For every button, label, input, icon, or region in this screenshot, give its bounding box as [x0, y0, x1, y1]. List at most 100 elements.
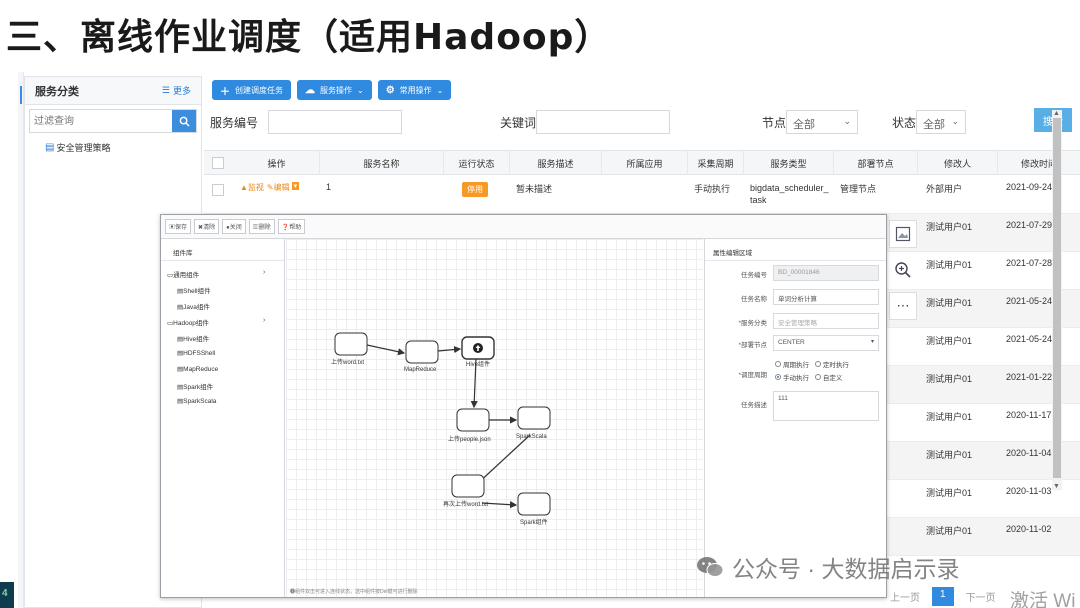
keyword-input[interactable] [536, 110, 670, 134]
close-button[interactable]: ●关闭 [222, 219, 246, 234]
service-ops-label: 服务操作 [320, 85, 352, 95]
delete-button[interactable]: ▥删除 [248, 219, 275, 234]
select-all-checkbox[interactable] [212, 157, 224, 169]
cell-desc: 暂未描述 [516, 184, 553, 194]
chevron-down-icon[interactable]: ▾ [291, 182, 300, 190]
node-value: CENTER [778, 339, 805, 346]
common-ops-button[interactable]: ⚙常用操作⌄ [377, 80, 452, 100]
gear-icon: ⚙ [385, 84, 395, 96]
tree-item-security-policy[interactable]: ▤ 安全管理策略 [45, 141, 201, 154]
file-icon: ▤ [177, 384, 184, 391]
page-button-current[interactable]: 1 [932, 587, 954, 606]
node-label: Hive组件 [466, 360, 490, 368]
floating-tools: ⋯ [889, 220, 919, 328]
table-row[interactable]: ▲监视 ✎编辑 ▾ 1 停用 暂未描述 手动执行 bigdata_schedul… [204, 176, 1080, 214]
service-ops-button[interactable]: ☁服务操作⌄ [297, 80, 372, 100]
workflow-node[interactable] [517, 492, 551, 516]
radio-scheduled[interactable]: 定时执行 [814, 359, 849, 369]
lib-item-mapreduce[interactable]: ▤MapReduce [177, 365, 218, 373]
node-label: SparkScala [516, 434, 547, 440]
node-label: 再次上传word.txt [443, 500, 488, 508]
more-link[interactable]: ☰更多 [162, 84, 191, 97]
row-checkbox[interactable] [212, 184, 224, 196]
sidebar-title: 服务分类 [35, 85, 79, 98]
property-panel: 属性编辑区域 任务编号 BD_00001846 任务名称 单词分析计算 *服务分… [704, 239, 886, 597]
workflow-node[interactable] [451, 474, 485, 498]
service-no-input[interactable] [268, 110, 402, 134]
grid-header: 操作 服务名称 运行状态 服务描述 所属应用 采集周期 服务类型 部署节点 修改… [204, 151, 1080, 175]
lib-item-sparkscala[interactable]: ▤SparkScala [177, 397, 216, 405]
lib-item-label: MapReduce [183, 366, 219, 373]
more-options-icon[interactable]: ⋯ [889, 292, 917, 320]
status-select-value: 全部 [923, 119, 945, 131]
radio-dot [814, 374, 821, 380]
node-select[interactable]: 全部⌄ [786, 110, 858, 134]
lib-group-common[interactable]: ▭通用组件 [167, 269, 199, 279]
scroll-up-icon[interactable]: ▲ [1053, 110, 1060, 117]
chevron-right-icon[interactable]: › [263, 317, 266, 324]
plus-icon: ＋ [220, 86, 230, 98]
clear-label: 清除 [203, 225, 216, 231]
property-panel-title: 属性编辑区域 [705, 239, 886, 261]
workflow-node[interactable] [334, 332, 368, 356]
activate-windows-text: 激活 Wi [1010, 591, 1076, 608]
lib-item-spark[interactable]: ▤Spark组件 [177, 381, 213, 391]
grid-scrollbar[interactable]: ▲ ▼ [1052, 110, 1062, 490]
col-header: 服务描述 [510, 151, 602, 175]
clear-button[interactable]: ✖清除 [194, 219, 220, 234]
save-button[interactable]: ▣保存 [165, 219, 192, 234]
lib-item-label: 通用组件 [173, 272, 200, 279]
category-field[interactable]: 安全管理策略 [773, 313, 879, 329]
radio-label: 手动执行 [783, 375, 809, 382]
next-page-button[interactable]: 下一页 [965, 593, 996, 604]
help-button[interactable]: ❓帮助 [277, 219, 306, 234]
prop-label: *服务分类 [738, 320, 767, 327]
edge-arrow [481, 501, 518, 509]
slide-title: 三、离线作业调度（适用Hadoop） [6, 17, 612, 58]
file-icon: ▤ [177, 398, 184, 405]
prev-page-button[interactable]: 上一页 [890, 593, 920, 604]
zoom-in-icon[interactable] [889, 256, 917, 284]
create-task-button[interactable]: ＋创建调度任务 [212, 80, 291, 100]
task-name-field[interactable]: 单词分析计算 [773, 289, 879, 305]
lib-group-hadoop[interactable]: ▭Hadoop组件 [167, 317, 209, 327]
radio-custom[interactable]: 自定义 [814, 372, 842, 382]
lib-item-shell[interactable]: ▤Shell组件 [177, 285, 211, 295]
lib-item-java[interactable]: ▤Java组件 [177, 301, 210, 311]
status-select[interactable]: 全部⌄ [916, 110, 966, 134]
prop-label-text: 服务分类 [741, 320, 767, 327]
node-select-value: 全部 [793, 119, 815, 131]
node-label: 上传people.json [448, 435, 491, 443]
edge-arrow [366, 344, 406, 356]
lib-item-hdfsshell[interactable]: ▤HDFSShell [177, 349, 215, 357]
image-icon[interactable] [889, 220, 917, 248]
chevron-right-icon[interactable]: › [263, 269, 266, 276]
cell-type: bigdata_scheduler_task [750, 183, 829, 205]
monitor-link[interactable]: ▲监视 [240, 183, 264, 192]
radio-periodic[interactable]: 周期执行 [775, 359, 809, 369]
filter-input[interactable] [30, 110, 172, 132]
workflow-node[interactable] [517, 406, 551, 430]
lib-item-label: Spark组件 [183, 384, 214, 391]
trash-icon: ▥ [252, 225, 259, 231]
left-nav-strip [18, 72, 24, 608]
lib-item-hive[interactable]: ▤Hive组件 [177, 333, 209, 343]
search-icon [179, 116, 190, 127]
workflow-canvas[interactable]: 上传word.txt MapReduce Hive组件 上传people.jso… [286, 239, 703, 597]
status-label: 状态 [892, 116, 917, 130]
workflow-node[interactable] [405, 340, 439, 364]
scroll-down-icon[interactable]: ▼ [1053, 483, 1060, 490]
edit-link[interactable]: ✎编辑 [266, 183, 290, 192]
filter-search-button[interactable] [172, 110, 196, 132]
main-toolbar: ＋创建调度任务 ☁服务操作⌄ ⚙常用操作⌄ [212, 80, 452, 100]
node-select-field[interactable]: CENTER▾ [773, 335, 879, 351]
status-badge: 停用 [462, 182, 488, 197]
scrollbar-thumb[interactable] [1053, 118, 1061, 478]
edge-arrow [470, 358, 478, 409]
task-desc-textarea[interactable]: 111 [773, 391, 879, 421]
lib-item-label: SparkScala [183, 398, 217, 405]
radio-manual[interactable]: 手动执行 [775, 372, 809, 382]
prop-label: 任务编号 [741, 272, 767, 279]
workflow-node[interactable] [456, 408, 490, 432]
lib-item-label: Shell组件 [183, 288, 211, 295]
